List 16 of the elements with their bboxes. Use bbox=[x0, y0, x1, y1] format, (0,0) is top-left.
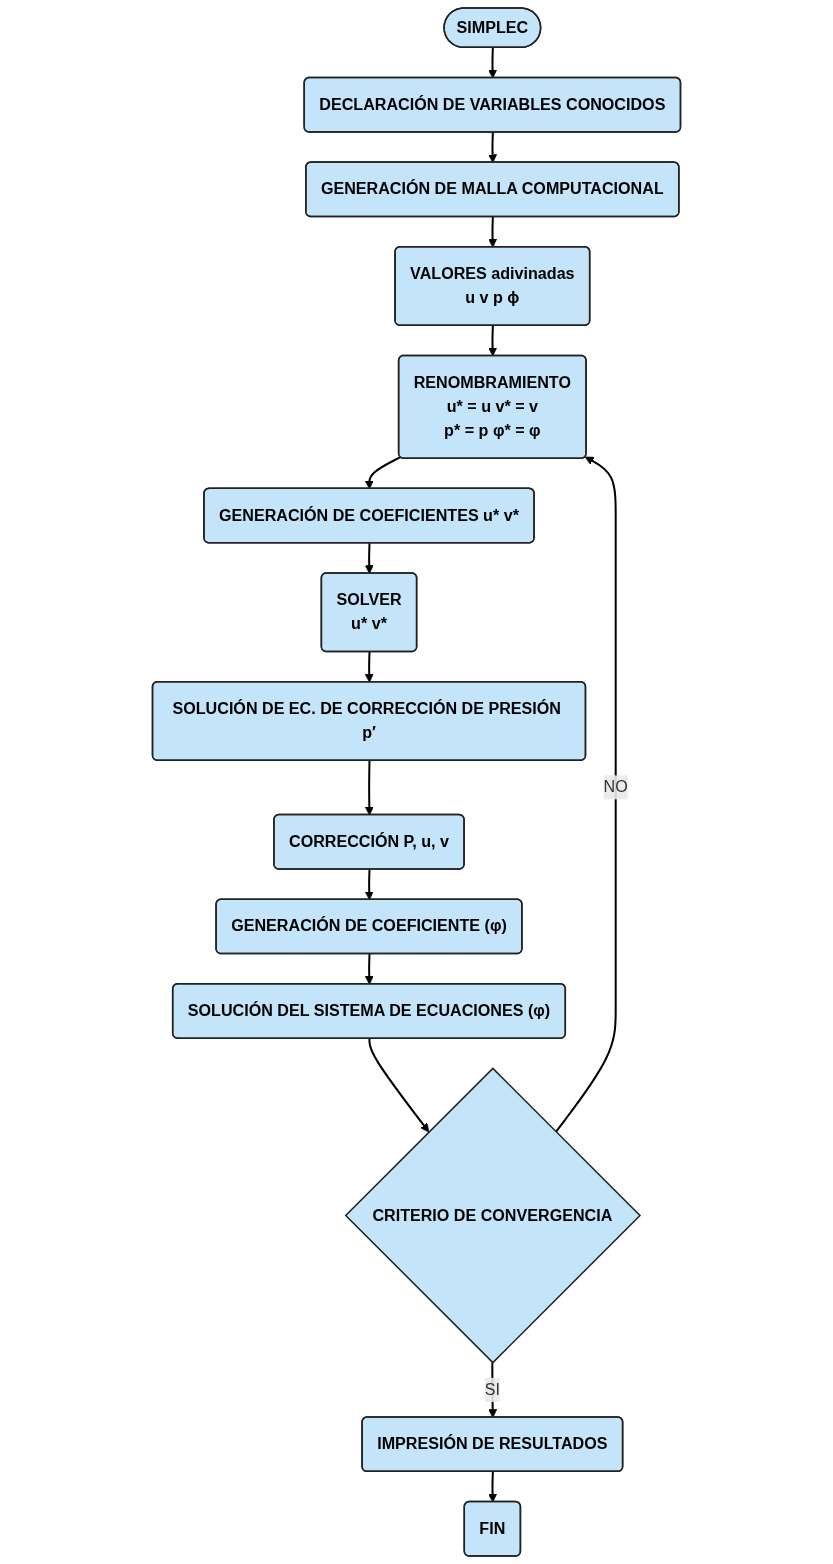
arrow bbox=[488, 47, 497, 79]
arrow bbox=[364, 760, 374, 816]
arrow bbox=[364, 869, 374, 901]
arrow bbox=[488, 216, 497, 248]
node-diamond: CRITERIO DE CONVERGENCIA bbox=[344, 1067, 642, 1364]
edge-label: SI bbox=[484, 1380, 500, 1398]
arrow bbox=[364, 651, 374, 683]
arrow bbox=[488, 325, 497, 357]
arrow bbox=[364, 954, 374, 985]
arrow bbox=[555, 456, 617, 1133]
arrow bbox=[488, 132, 497, 163]
arrow bbox=[364, 456, 401, 490]
arrow bbox=[488, 1471, 497, 1503]
arrow bbox=[368, 1038, 430, 1133]
edge-label: NO bbox=[603, 778, 628, 796]
arrow bbox=[364, 543, 374, 574]
